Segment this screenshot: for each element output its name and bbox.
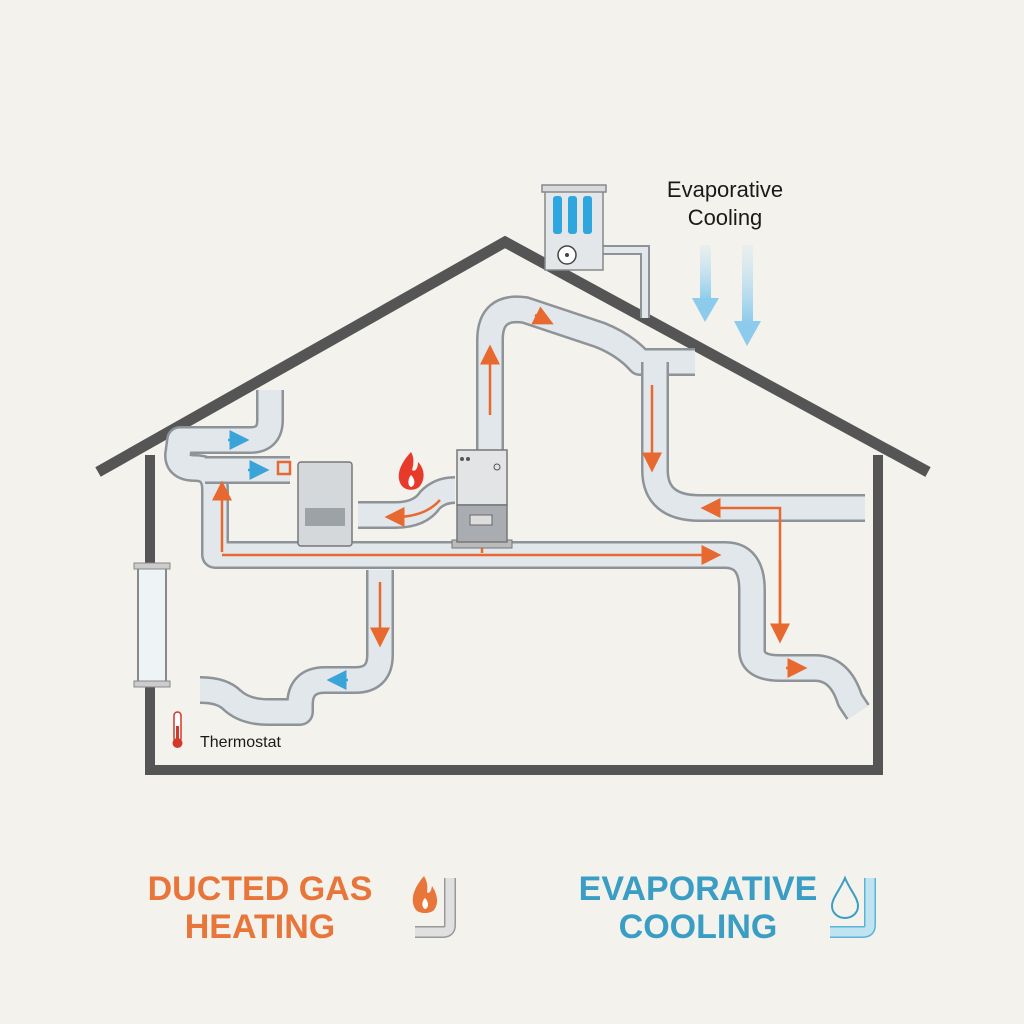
window-vent <box>133 562 171 688</box>
cooling-legend-icon <box>830 875 876 938</box>
legend-ducted-gas-heating: DUCTED GAS HEATING <box>140 870 380 946</box>
cool-air-arrows <box>692 245 761 346</box>
furnace-unit <box>451 449 513 549</box>
thermostat-label: Thermostat <box>200 734 281 751</box>
legend-line: EVAPORATIVE <box>578 870 818 908</box>
flame-icon <box>398 452 424 490</box>
label-line: Cooling <box>687 205 763 230</box>
legend-line: DUCTED GAS <box>147 870 373 908</box>
air-handler-unit <box>276 460 353 547</box>
evaporative-cooler-unit <box>541 184 650 318</box>
legend-line: HEATING <box>184 908 336 946</box>
thermostat-icon <box>172 711 183 748</box>
legend-line: COOLING <box>618 908 778 946</box>
legend-evaporative-cooling: EVAPORATIVE COOLING <box>568 870 828 946</box>
label-line: Evaporative <box>666 177 784 202</box>
evaporative-cooling-label: Evaporative Cooling <box>640 176 810 232</box>
heating-legend-icon <box>412 876 456 938</box>
